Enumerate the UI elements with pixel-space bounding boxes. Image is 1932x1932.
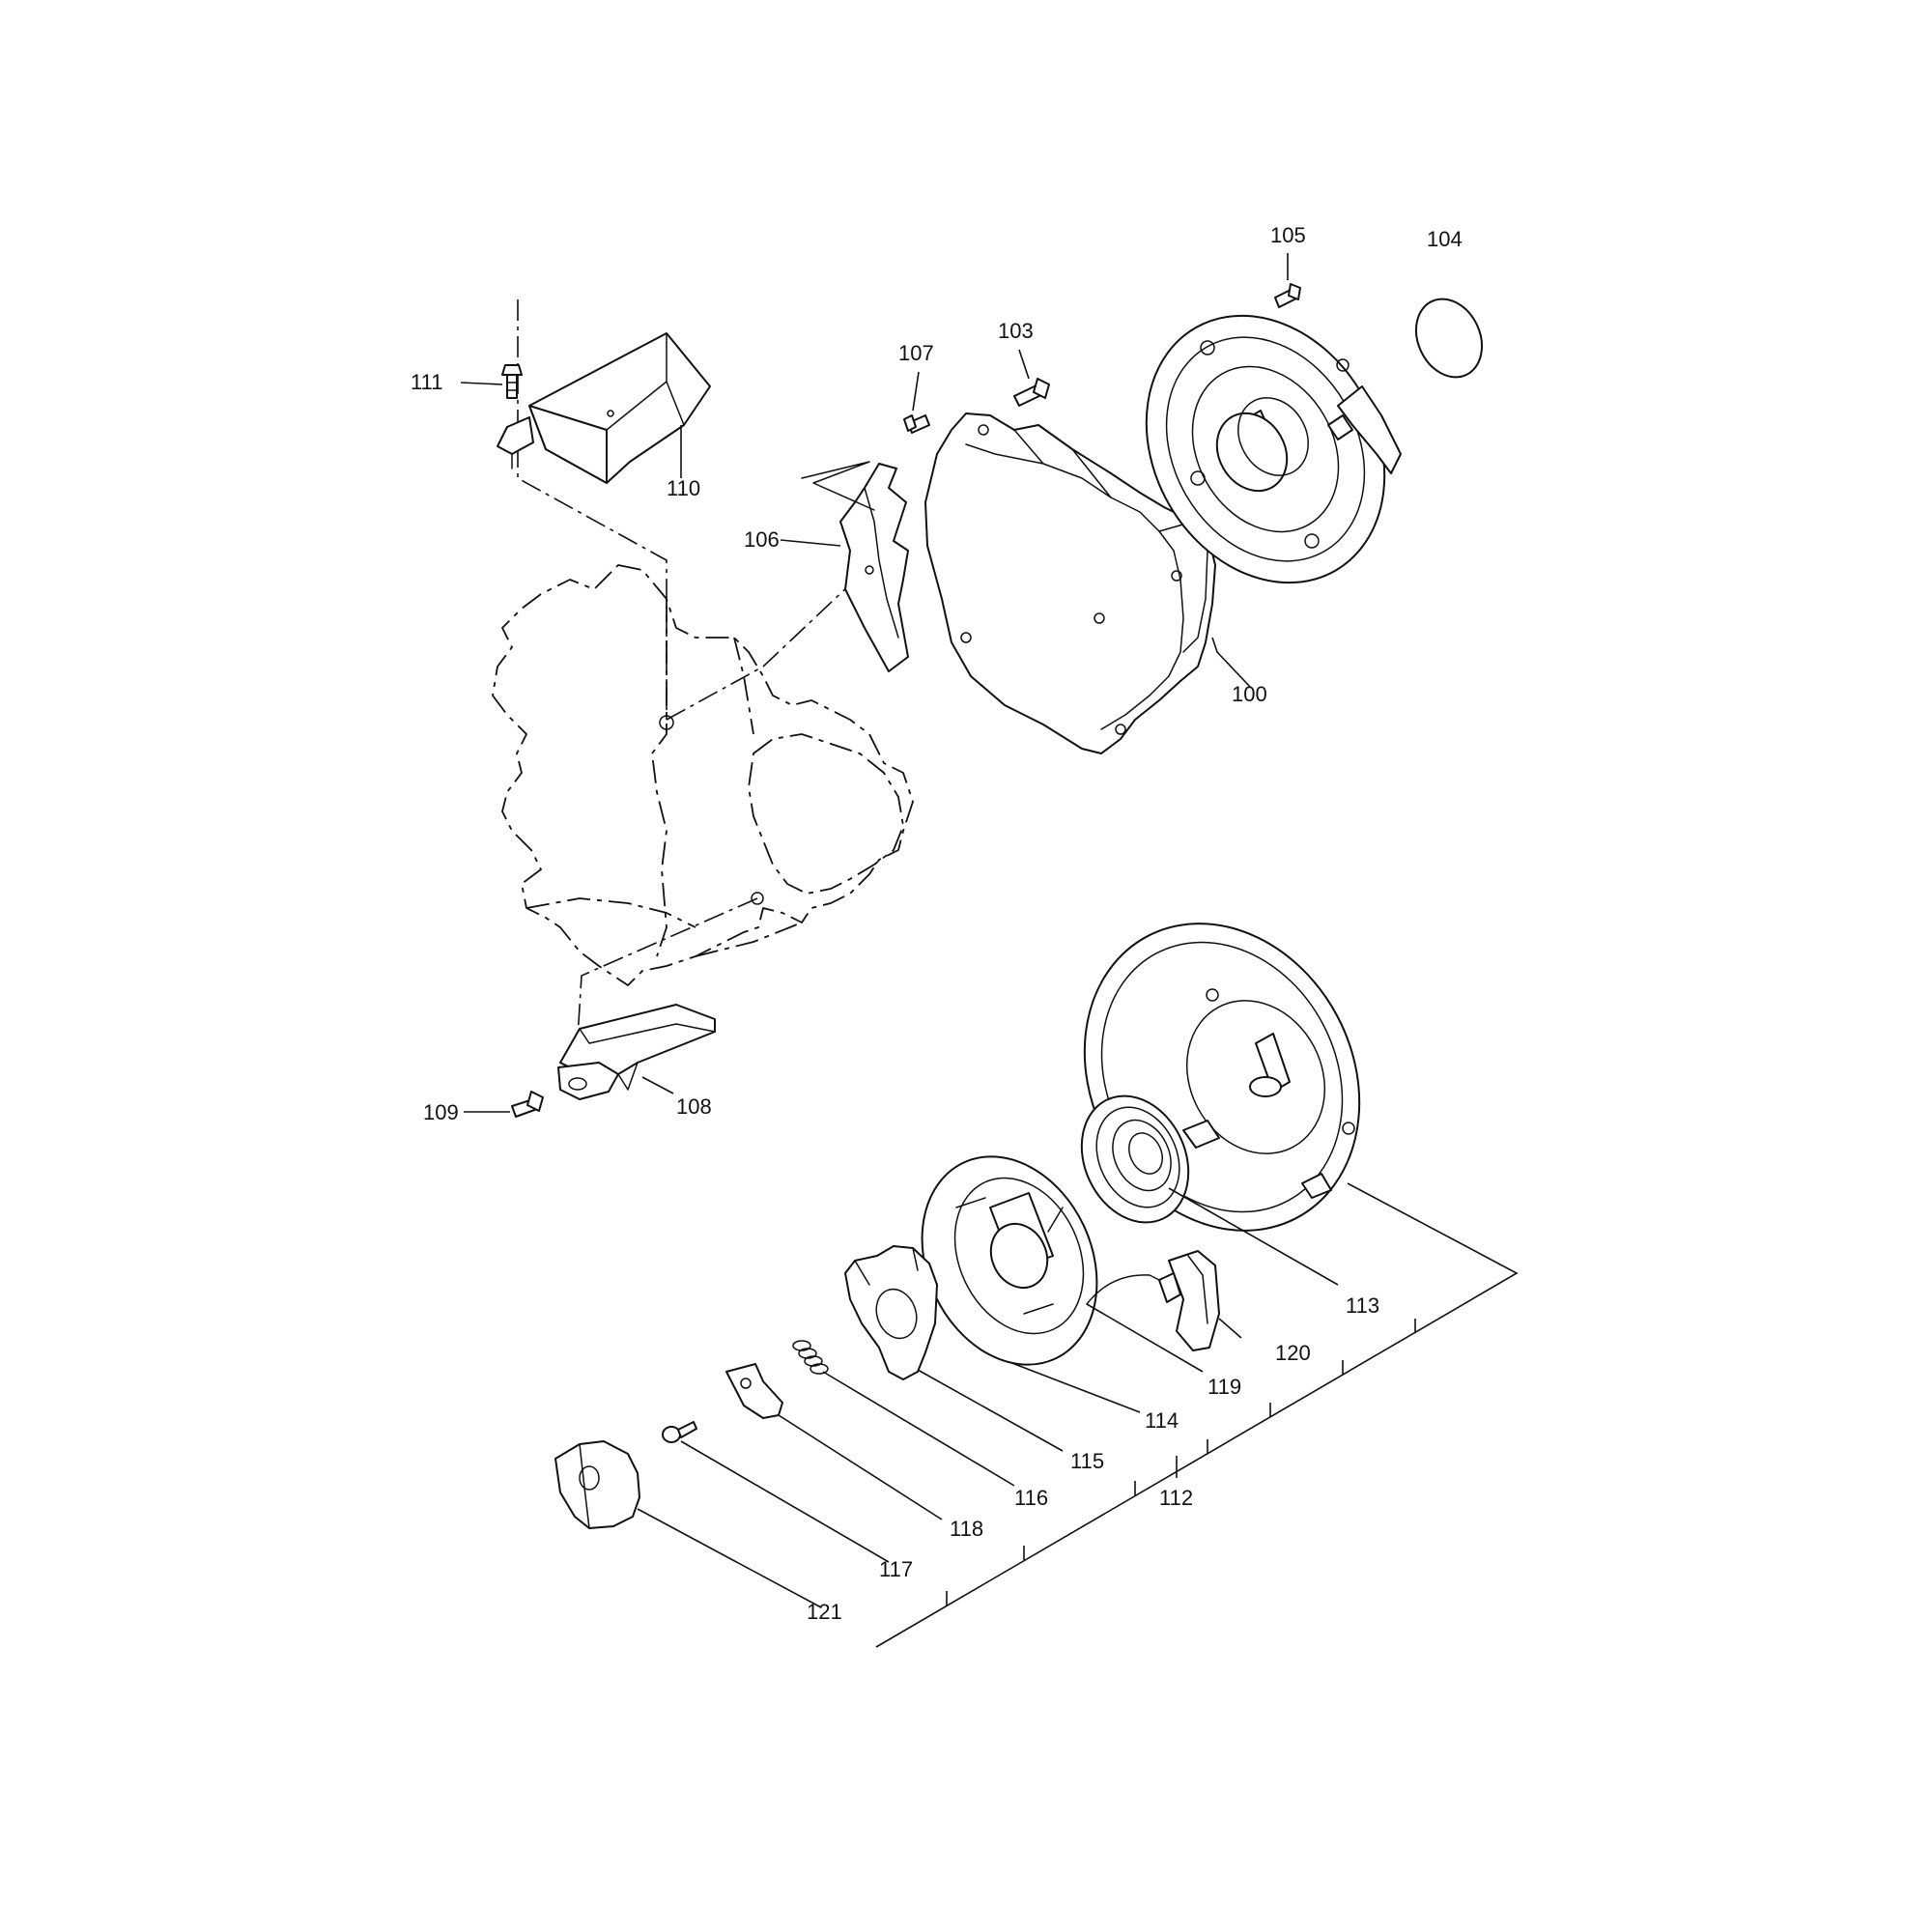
part-100-fan-shroud <box>924 412 1216 754</box>
label-111: 111 <box>411 370 442 394</box>
label-103: 103 <box>998 319 1034 343</box>
label-117: 117 <box>879 1557 913 1581</box>
part-117-screw <box>662 1421 697 1443</box>
part-116-spring <box>792 1340 829 1375</box>
part-119-rope <box>1086 1274 1170 1305</box>
label-107: 107 <box>898 341 934 365</box>
part-107-bolt <box>903 414 930 434</box>
part-106-bracket-line <box>801 461 875 511</box>
label-116: 116 <box>1014 1486 1048 1510</box>
part-115-ratchet <box>844 1245 938 1380</box>
label-110: 110 <box>667 476 700 500</box>
engine-block-phantom <box>492 564 914 986</box>
label-104: 104 <box>1427 227 1463 251</box>
label-106: 106 <box>744 527 780 552</box>
part-121-cap <box>554 1440 640 1529</box>
label-118: 118 <box>950 1517 983 1541</box>
label-121: 121 <box>807 1600 842 1624</box>
label-119: 119 <box>1208 1375 1241 1399</box>
part-labels: 111 110 107 103 105 104 106 100 109 108 … <box>411 223 1463 1624</box>
part-104-disc <box>1414 298 1484 379</box>
part-starter-assembly <box>1145 314 1402 584</box>
label-112: 112 <box>1159 1486 1193 1510</box>
part-109-bolt <box>511 1091 544 1118</box>
label-108: 108 <box>676 1094 712 1119</box>
part-110-cover <box>497 332 711 484</box>
label-120: 120 <box>1275 1341 1311 1365</box>
leader-lines <box>460 253 1519 1648</box>
label-113: 113 <box>1346 1293 1379 1318</box>
label-105: 105 <box>1270 223 1306 247</box>
part-114-reel <box>921 1155 1098 1366</box>
label-114: 114 <box>1145 1408 1179 1433</box>
part-120-handle <box>1158 1250 1220 1351</box>
part-103-bolt <box>1013 378 1050 407</box>
part-111-bolt <box>501 364 523 399</box>
label-115: 115 <box>1070 1449 1104 1473</box>
part-108-guard <box>557 1004 716 1100</box>
label-109: 109 <box>423 1100 459 1124</box>
part-106-baffle <box>839 463 909 672</box>
part-105-bolt <box>1274 283 1301 308</box>
part-118-pawl <box>725 1363 783 1419</box>
recoil-spring <box>1080 1094 1190 1224</box>
label-100: 100 <box>1232 682 1267 706</box>
